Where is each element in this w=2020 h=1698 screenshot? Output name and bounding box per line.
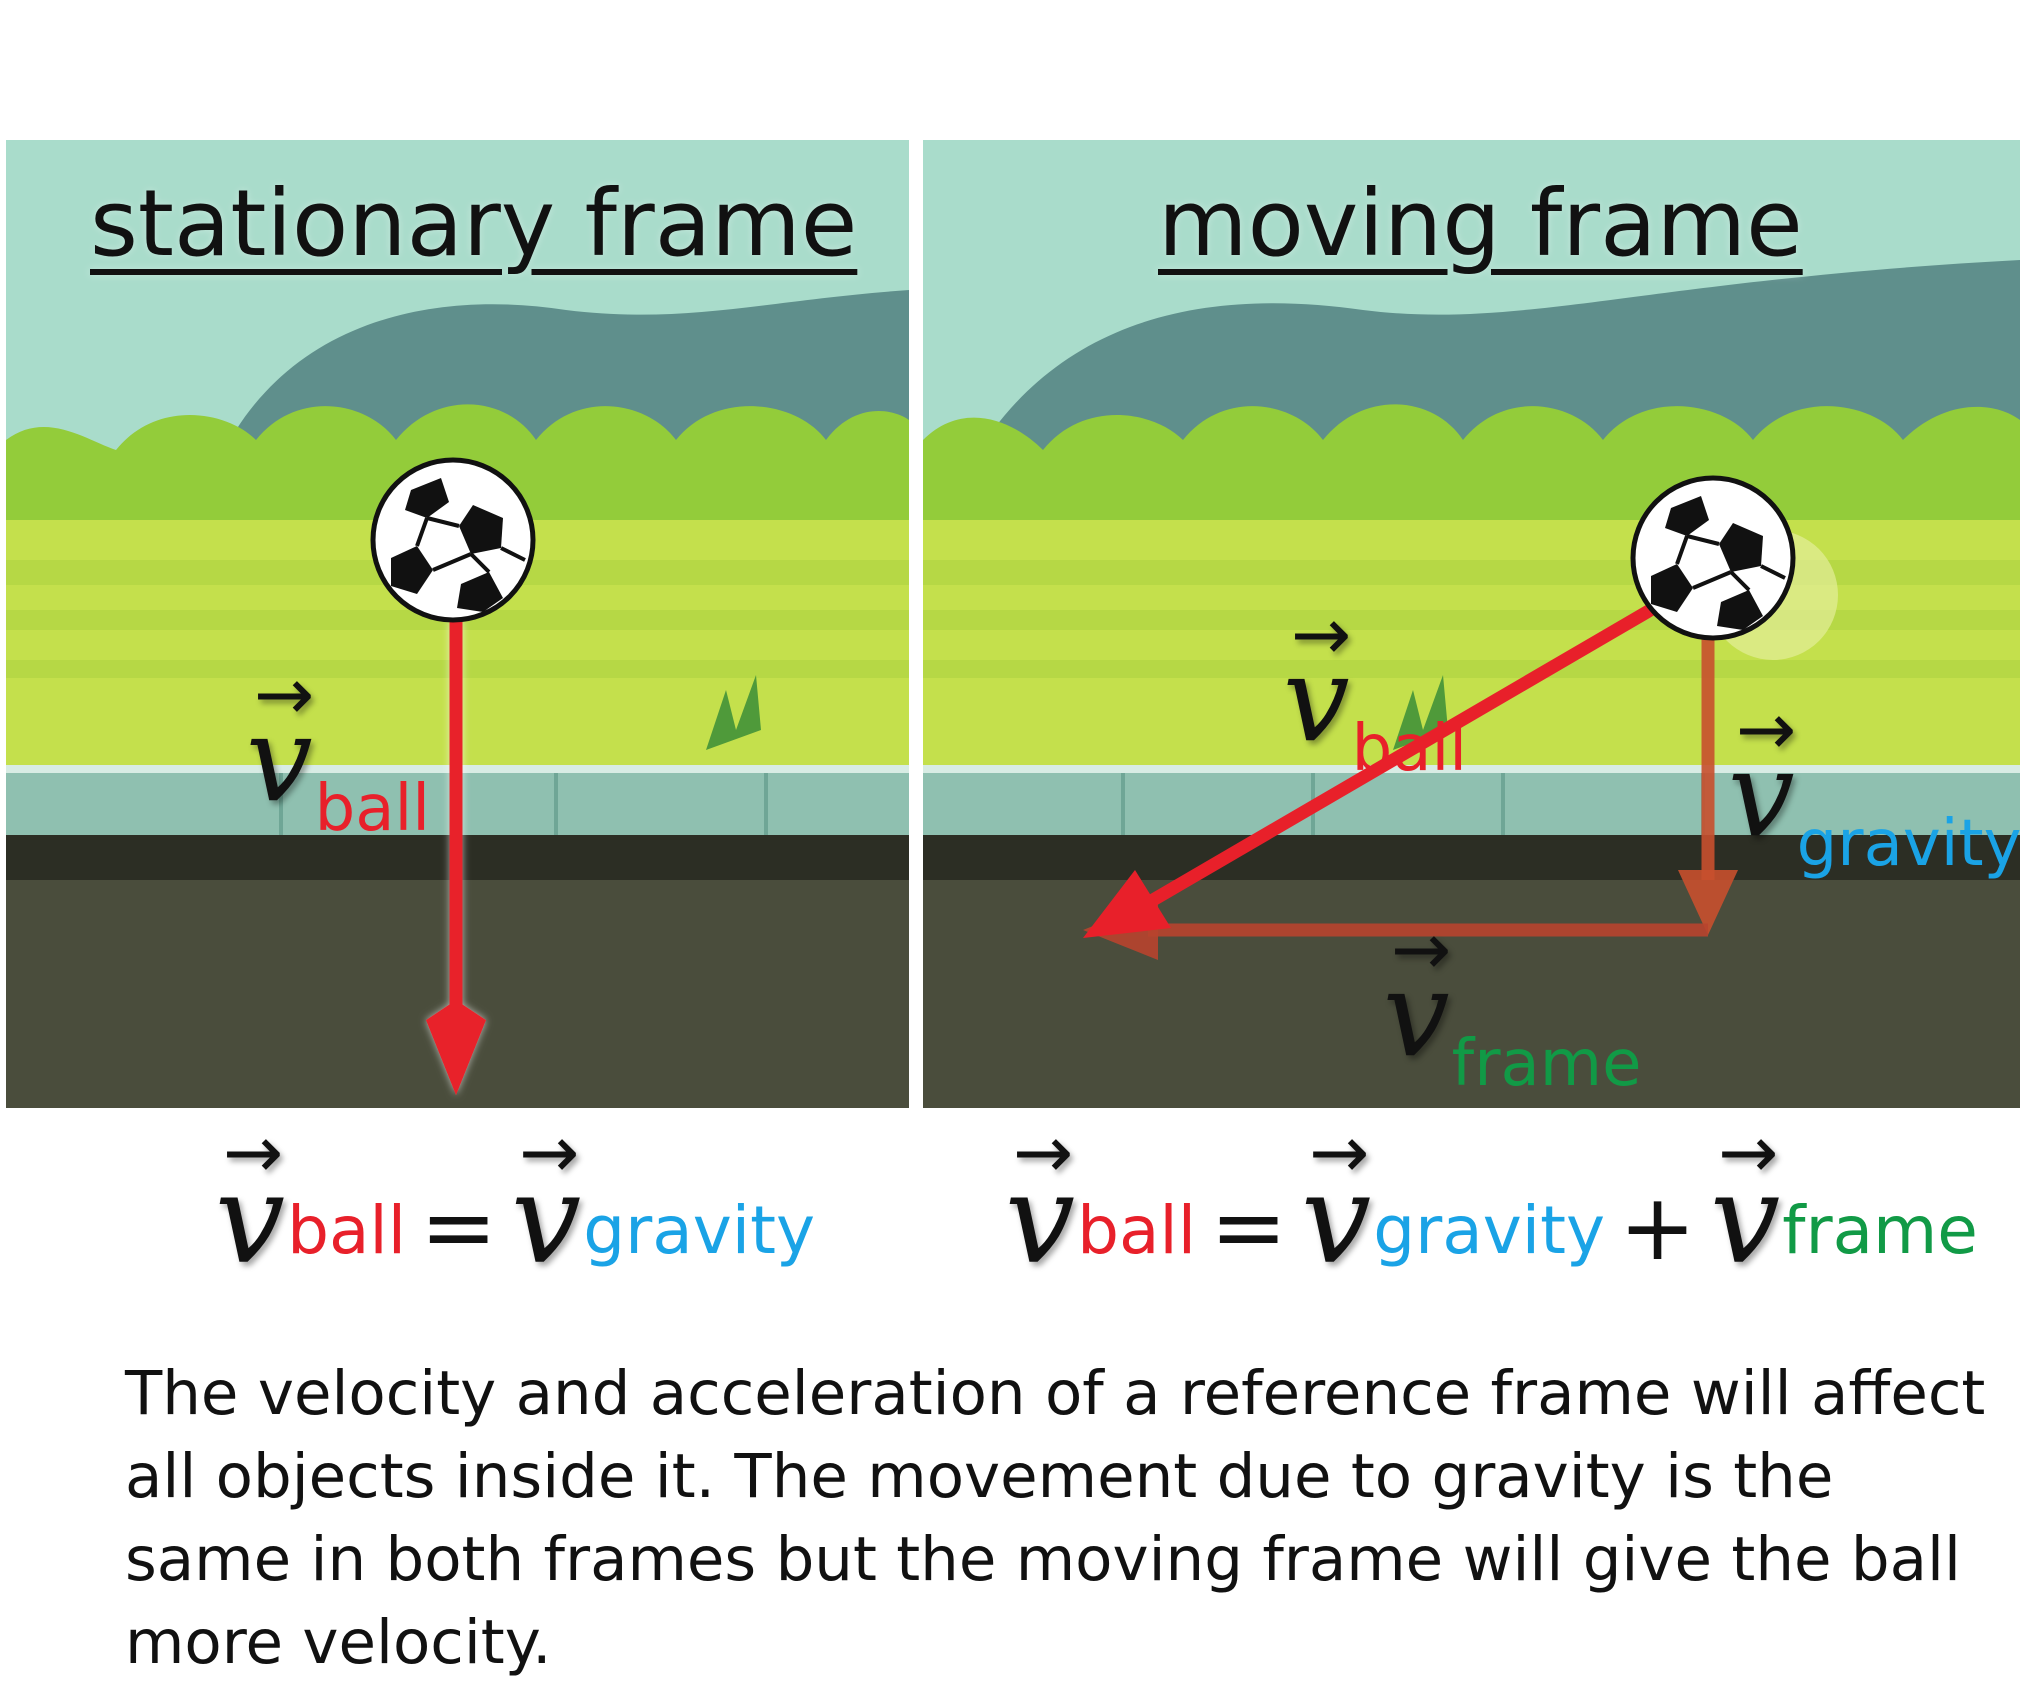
v-gravity-subscript: gravity <box>1796 807 2020 881</box>
v-ball-subscript: ball <box>314 772 431 846</box>
equals-sign: = <box>1210 1174 1288 1281</box>
caption-text: The velocity and acceleration of a refer… <box>125 1358 1986 1678</box>
vector-v-symbol: v <box>1728 693 1796 853</box>
panel-title: stationary frame <box>90 170 858 277</box>
v-ball-subscript: ball <box>1351 712 1468 786</box>
eq-frame-subscript: frame <box>1782 1192 1978 1269</box>
velocity-arrows <box>1083 475 1796 960</box>
v-ball-label: vball <box>246 658 430 841</box>
v-ball-arrow <box>1083 592 1675 938</box>
eq-ball-subscript: ball <box>1077 1192 1197 1269</box>
v-frame-label: vframe <box>1383 913 1641 1096</box>
park-background <box>923 140 2020 1108</box>
vector-v-symbol: v <box>1710 1116 1780 1282</box>
vector-v-symbol: v <box>215 1116 285 1282</box>
stationary-frame-panel: stationary frame vball <box>6 140 909 1108</box>
v-gravity-label: vgravity <box>1728 693 2020 876</box>
v-ball-arrow <box>426 620 486 1095</box>
moving-frame-panel: moving frame vball vgra <box>923 140 2020 1108</box>
eq-gravity-subscript: gravity <box>1373 1192 1606 1269</box>
v-ball-label: vball <box>1283 598 1467 781</box>
eq-gravity-subscript: gravity <box>583 1192 816 1269</box>
stationary-equation: vball = vgravity <box>215 1116 816 1282</box>
equals-sign: = <box>420 1174 498 1281</box>
panel-title: moving frame <box>1158 170 1803 277</box>
moving-equation: vball = vgravity + vframe <box>1005 1116 1978 1282</box>
velocity-arrows <box>370 457 536 1095</box>
vector-v-symbol: v <box>1005 1116 1075 1282</box>
vector-v-symbol: v <box>511 1116 581 1282</box>
vector-v-symbol: v <box>1301 1116 1371 1282</box>
v-gravity-arrow <box>1678 620 1738 935</box>
v-frame-subscript: frame <box>1451 1027 1642 1101</box>
eq-ball-subscript: ball <box>287 1192 407 1269</box>
vector-v-symbol: v <box>1283 598 1351 758</box>
soccer-ball-icon <box>1630 475 1796 641</box>
soccer-ball-icon <box>370 457 536 623</box>
plus-sign: + <box>1619 1174 1697 1281</box>
vector-v-symbol: v <box>1383 913 1451 1073</box>
vector-v-symbol: v <box>246 658 314 818</box>
